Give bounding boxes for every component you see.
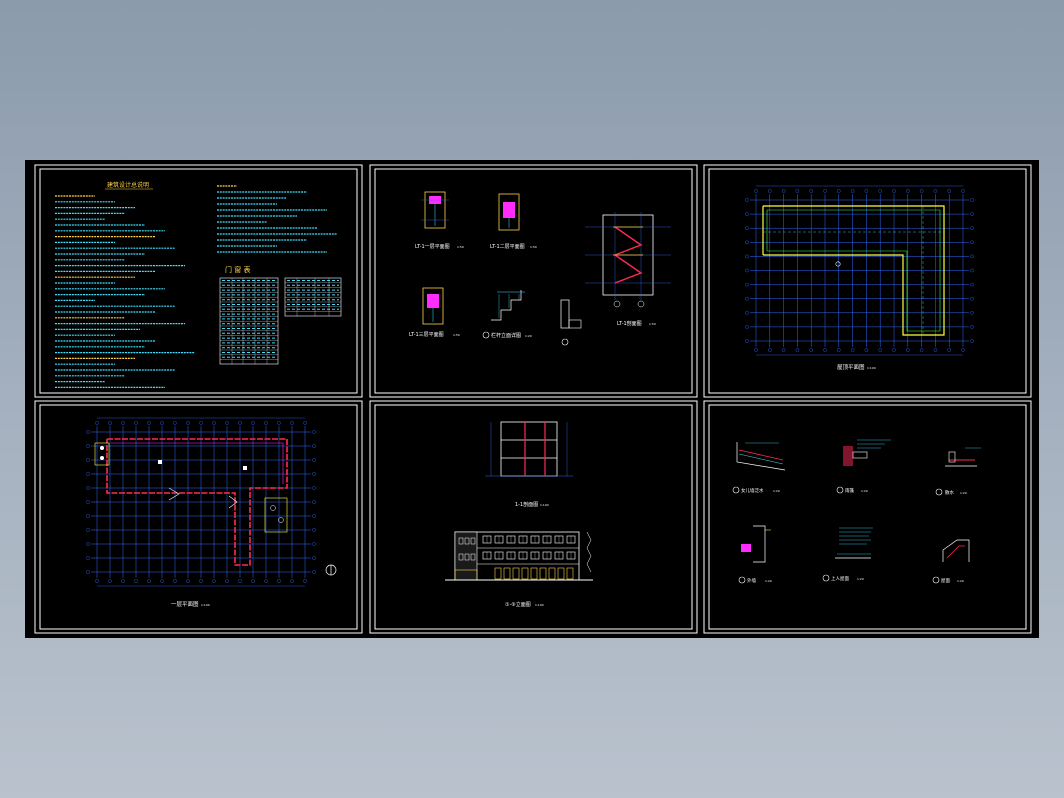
column-detail <box>560 299 582 346</box>
detail-exterior-wall: 外墙 1:20 <box>738 525 772 584</box>
sheet-frame-design-notes <box>34 164 363 398</box>
svg-text:1:20: 1:20 <box>857 577 864 581</box>
sheet-frame-section-elevation <box>369 400 698 634</box>
svg-text:上人屋面: 上人屋面 <box>831 575 849 582</box>
stair-section: LT-1剖面图 1:50 <box>585 212 671 327</box>
svg-text:1:100: 1:100 <box>535 603 544 607</box>
section-1-1: 1-1剖面图 1:100 <box>485 421 573 508</box>
sheet-frame-details <box>703 400 1032 634</box>
svg-text:1:100: 1:100 <box>201 603 210 607</box>
svg-text:1:100: 1:100 <box>540 503 549 507</box>
svg-text:1:20: 1:20 <box>960 491 967 495</box>
svg-text:屋面: 屋面 <box>941 578 950 584</box>
notes-text-left <box>55 195 195 388</box>
stair-plan-2-label: LT-1二层平面图 <box>490 244 525 250</box>
stair-railing-detail: 栏杆立面详图 1:20 <box>482 290 532 339</box>
sheet-first-floor-plan[interactable]: 一层平面图 1:100 <box>86 417 337 608</box>
detail-accessible-roof: 上人屋面 1:20 <box>822 527 873 582</box>
first-floor-plan-title: 一层平面图 <box>171 600 199 608</box>
floor-walls <box>94 438 337 576</box>
door-window-table-title: 门 窗 表 <box>225 265 250 274</box>
floor-plan-grid <box>86 417 316 587</box>
drawing-canvas[interactable]: 建筑设计总说明 门 窗 表 LT-1一层平面图 1:50 LT-1二层平面图 1… <box>25 160 1039 638</box>
sheet-section-elevation[interactable]: 1-1剖面图 1:100 ①-⑨立面图 1:100 <box>445 421 593 608</box>
door-window-table-summary <box>284 277 342 317</box>
svg-text:1:20: 1:20 <box>773 489 780 493</box>
detail-roof: 屋面 1:20 <box>932 539 970 584</box>
sheet-design-notes[interactable]: 建筑设计总说明 门 窗 表 <box>55 181 342 388</box>
front-elevation: ①-⑨立面图 1:100 <box>445 531 593 608</box>
sheet-details[interactable]: 女儿墙泛水 1:20 雨篷 1:20 散水 1:20 <box>732 439 981 584</box>
svg-text:1:50: 1:50 <box>649 322 656 326</box>
svg-text:女儿墙泛水: 女儿墙泛水 <box>741 487 764 494</box>
cad-model-space[interactable]: 建筑设计总说明 门 窗 表 LT-1一层平面图 1:50 LT-1二层平面图 1… <box>25 160 1039 638</box>
stair-plan-3-label: LT-1三层平面图 <box>409 332 444 338</box>
sheet-stair-details[interactable]: LT-1一层平面图 1:50 LT-1二层平面图 1:50 LT-1三层平面图 … <box>409 191 671 346</box>
roof-outline <box>762 205 945 336</box>
section-1-1-title: 1-1剖面图 <box>515 501 538 508</box>
svg-text:1:50: 1:50 <box>457 245 464 249</box>
stair-plan-3: LT-1三层平面图 1:50 <box>409 287 460 338</box>
detail-apron: 散水 1:20 <box>935 447 981 496</box>
svg-text:外墙: 外墙 <box>747 577 756 584</box>
roof-plan-title: 屋顶平面图 <box>837 363 865 371</box>
stair-plan-2: LT-1二层平面图 1:50 <box>490 193 537 250</box>
svg-text:1:20: 1:20 <box>861 489 868 493</box>
sheet-frame-stair-details <box>369 164 698 398</box>
detail-parapet: 女儿墙泛水 1:20 <box>732 442 786 494</box>
design-notes-title: 建筑设计总说明 <box>107 181 149 189</box>
front-elevation-title: ①-⑨立面图 <box>505 601 531 608</box>
detail-canopy: 雨篷 1:20 <box>836 439 891 494</box>
stair-plan-1: LT-1一层平面图 1:50 <box>415 191 464 250</box>
stair-plan-1-label: LT-1一层平面图 <box>415 244 450 250</box>
svg-text:1:20: 1:20 <box>765 579 772 583</box>
svg-text:散水: 散水 <box>945 489 954 496</box>
svg-text:1:50: 1:50 <box>453 333 460 337</box>
sheet-frames <box>34 164 1032 634</box>
roof-plan-grid <box>745 185 974 356</box>
svg-text:1:100: 1:100 <box>867 366 876 370</box>
svg-text:1:50: 1:50 <box>530 245 537 249</box>
svg-text:1:20: 1:20 <box>957 579 964 583</box>
stair-section-label: LT-1剖面图 <box>617 320 642 327</box>
svg-text:雨篷: 雨篷 <box>845 487 854 494</box>
sheet-roof-plan[interactable]: 屋顶平面图 1:100 <box>745 185 974 371</box>
notes-text-right <box>217 185 337 253</box>
svg-text:1:20: 1:20 <box>525 334 532 338</box>
railing-detail-label: 栏杆立面详图 <box>491 332 521 339</box>
door-window-table <box>219 277 279 365</box>
sheet-frame-roof-plan <box>703 164 1032 398</box>
sheet-frame-first-floor-plan <box>34 400 363 634</box>
